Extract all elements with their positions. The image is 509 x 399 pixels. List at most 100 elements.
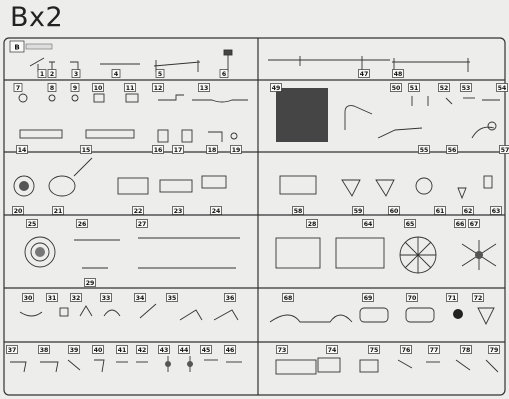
- part-label-79: 79: [488, 345, 500, 354]
- part-number: 9: [73, 85, 77, 92]
- part-number: 68: [284, 295, 293, 302]
- part-number: 16: [154, 147, 163, 154]
- part-number: 67: [470, 221, 479, 228]
- part-label-29: 29: [84, 278, 96, 287]
- part-label-18: 18: [206, 145, 218, 154]
- part-number: 35: [168, 295, 177, 302]
- part-label-9: 9: [70, 83, 80, 92]
- part-number: 28: [308, 221, 317, 228]
- part-label-67: 67: [468, 219, 480, 228]
- frame-runners: [3, 37, 506, 396]
- part-label-24: 24: [210, 206, 222, 215]
- part-label-12: 12: [152, 83, 164, 92]
- part-label-26: 26: [76, 219, 88, 228]
- part-label-55: 55: [418, 145, 430, 154]
- part-label-11: 11: [124, 83, 136, 92]
- part-label-58: 58: [292, 206, 304, 215]
- part-number: 18: [208, 147, 217, 154]
- part-label-30: 30: [22, 293, 34, 302]
- part-drawings: [10, 49, 500, 375]
- part-number: 5: [158, 71, 162, 78]
- part-number: 70: [408, 295, 417, 302]
- part-label-47: 47: [358, 69, 370, 78]
- part-number: 26: [78, 221, 87, 228]
- part-label-25: 25: [26, 219, 38, 228]
- part-number: 69: [364, 295, 373, 302]
- part-number: 63: [492, 208, 501, 215]
- part-label-50: 50: [390, 83, 402, 92]
- part-number: 62: [464, 208, 473, 215]
- part-label-65: 65: [404, 219, 416, 228]
- part-label-22: 22: [132, 206, 144, 215]
- part-number: 30: [24, 295, 33, 302]
- part-label-39: 39: [68, 345, 80, 354]
- part-number: 45: [202, 347, 211, 354]
- part-number: 24: [212, 208, 221, 215]
- part-label-5: 5: [155, 69, 165, 78]
- part-label-31: 31: [46, 293, 58, 302]
- part-number: 57: [501, 147, 509, 154]
- part-label-76: 76: [400, 345, 412, 354]
- part-number: 39: [70, 347, 79, 354]
- part-label-20: 20: [12, 206, 24, 215]
- part-label-75: 75: [368, 345, 380, 354]
- part-number: 23: [174, 208, 183, 215]
- part-number: 11: [126, 85, 135, 92]
- part-label-78: 78: [460, 345, 472, 354]
- part-number: 49: [272, 85, 281, 92]
- part-number: 34: [136, 295, 145, 302]
- part-label-23: 23: [172, 206, 184, 215]
- part-label-19: 19: [230, 145, 242, 154]
- part-number: 7: [16, 85, 20, 92]
- part-label-61: 61: [434, 206, 446, 215]
- part-label-16: 16: [152, 145, 164, 154]
- part-number: 52: [440, 85, 449, 92]
- part-label-1: 1: [37, 69, 47, 78]
- part-number: 38: [40, 347, 49, 354]
- part-number: 32: [72, 295, 81, 302]
- part-label-59: 59: [352, 206, 364, 215]
- part-label-13: 13: [198, 83, 210, 92]
- part-label-57: 57: [499, 145, 509, 154]
- part-label-35: 35: [166, 293, 178, 302]
- part-label-28: 28: [306, 219, 318, 228]
- part-label-8: 8: [47, 83, 57, 92]
- part-number: 53: [462, 85, 471, 92]
- part-number: 3: [74, 71, 78, 78]
- part-label-4: 4: [111, 69, 121, 78]
- part-number: 17: [174, 147, 183, 154]
- part-label-69: 69: [362, 293, 374, 302]
- part-number: 64: [364, 221, 373, 228]
- part-label-36: 36: [224, 293, 236, 302]
- part-number: 21: [54, 208, 63, 215]
- part-number: 76: [402, 347, 411, 354]
- part-number: 10: [94, 85, 103, 92]
- part-label-41: 41: [116, 345, 128, 354]
- part-number: 22: [134, 208, 143, 215]
- part-label-34: 34: [134, 293, 146, 302]
- part-label-52: 52: [438, 83, 450, 92]
- part-number: 75: [370, 347, 379, 354]
- part-number: 27: [138, 221, 147, 228]
- part-number: 14: [18, 147, 27, 154]
- part-label-33: 33: [100, 293, 112, 302]
- part-number: 77: [430, 347, 439, 354]
- part-label-14: 14: [16, 145, 28, 154]
- part-label-73: 73: [276, 345, 288, 354]
- part-number: 33: [102, 295, 111, 302]
- part-number: 55: [420, 147, 429, 154]
- part-label-77: 77: [428, 345, 440, 354]
- part-number: 56: [448, 147, 457, 154]
- part-label-2: 2: [47, 69, 57, 78]
- part-number: 31: [48, 295, 57, 302]
- part-number: 29: [86, 280, 95, 287]
- part-label-21: 21: [52, 206, 64, 215]
- part-label-63: 63: [490, 206, 502, 215]
- part-number: 47: [360, 71, 369, 78]
- part-number: 54: [498, 85, 507, 92]
- part-number: 78: [462, 347, 471, 354]
- part-number: 42: [138, 347, 147, 354]
- part-label-68: 68: [282, 293, 294, 302]
